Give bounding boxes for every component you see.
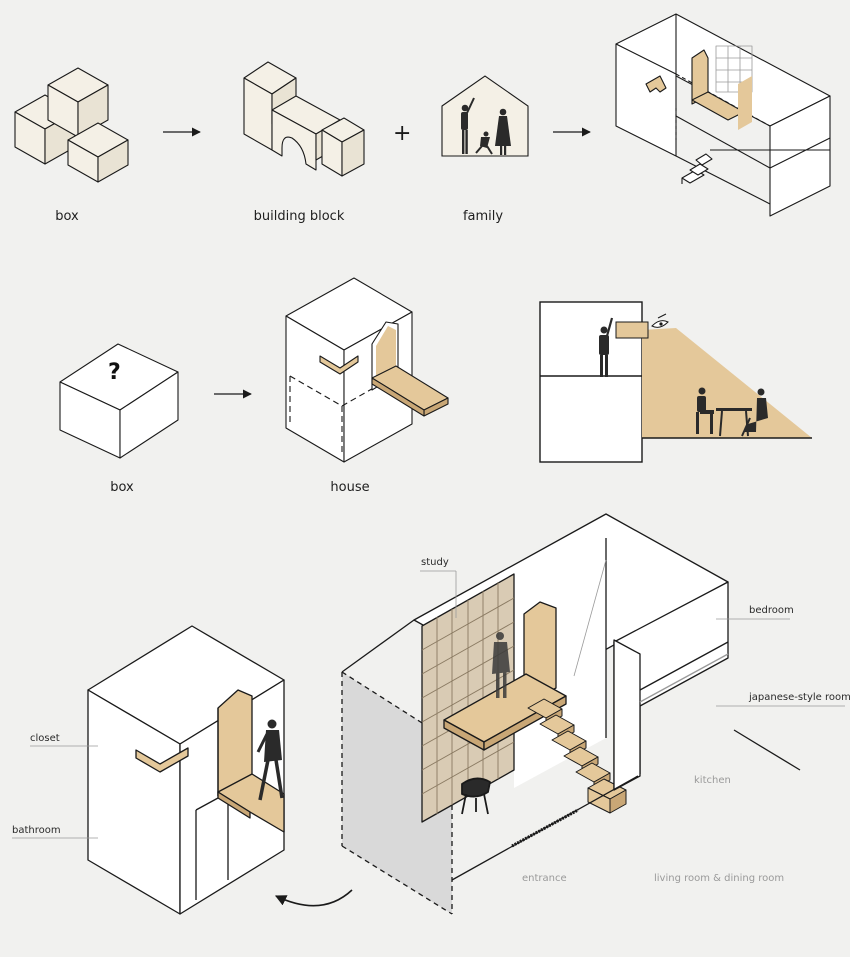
curved-arrow [274,889,353,907]
walking-figure-icon [256,719,284,801]
standing-figure-icon [599,317,614,377]
label-living-dining: living room & dining room [654,873,785,884]
label-bedroom: bedroom [749,605,794,616]
family-figures-icon [461,97,511,155]
label-japanese-room: japanese-style room [749,692,850,703]
main-house-isometric [341,513,801,915]
closet-bathroom-unit [87,625,285,915]
callout-lines [12,570,845,839]
label-closet: closet [30,733,60,744]
label-study: study [421,557,449,568]
chair-icon [461,777,491,815]
stacked-boxes-icon [14,67,129,183]
family-house-icon [441,75,529,157]
dining-figures-icon [696,387,768,437]
question-box-isometric [59,343,179,459]
section-view-diagram [539,301,812,463]
small-house-isometric [615,13,831,217]
label-building-block: building block [253,209,345,224]
label-box-1: box [55,209,79,224]
label-kitchen: kitchen [694,775,731,786]
label-box-2: box [110,480,134,495]
plus-sign: + [393,121,411,146]
label-bathroom: bathroom [12,825,61,836]
building-block-icon [243,61,365,177]
house-isometric [285,277,449,463]
study-figure-icon [492,632,510,698]
question-mark: ? [108,360,121,385]
label-entrance: entrance [522,873,567,884]
label-house: house [330,480,370,495]
label-family: family [462,209,504,224]
